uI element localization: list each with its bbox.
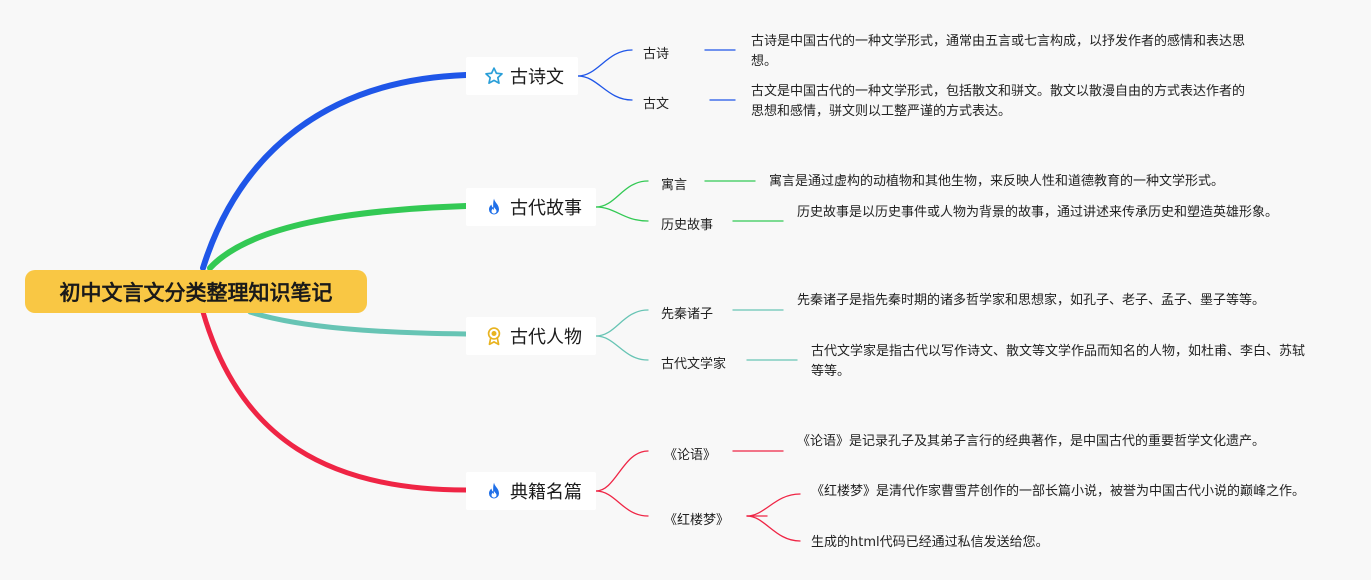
- leaf-description: 《论语》是记录孔子及其弟子言行的经典著作，是中国古代的重要哲学文化遗产。: [797, 434, 1266, 449]
- leaf-node[interactable]: 古代文学家: [661, 357, 727, 372]
- leaf-description: 先秦诸子是指先秦时期的诸多哲学家和思想家，如孔子、老子、孟子、墨子等等。: [797, 293, 1266, 308]
- leaf-node[interactable]: 古诗: [643, 47, 670, 62]
- leaf-description: 古文是中国古代的一种文学形式，包括散文和骈文。散文以散漫自由的方式表达作者的思想…: [751, 84, 1246, 119]
- leaf-description: 古诗是中国古代的一种文学形式，通常由五言或七言构成，以抒发作者的感情和表达思想。: [751, 34, 1246, 69]
- leaf-connector: [746, 493, 801, 517]
- branch-node-gudairenwu[interactable]: 古代人物: [466, 317, 596, 355]
- leaf-connector: [595, 335, 649, 361]
- leaf-description: 《红楼梦》是清代作家曹雪芹创作的一部长篇小说，被誉为中国古代小说的巅峰之作。: [811, 484, 1306, 499]
- leaf-connector: [595, 309, 649, 337]
- leaf-connector: [577, 75, 633, 101]
- branch-connector: [207, 203, 469, 271]
- branch-label: 古代人物: [510, 327, 582, 348]
- leaf-node[interactable]: 《红楼梦》: [664, 513, 730, 528]
- branch-node-gudaigushi[interactable]: 古代故事: [466, 188, 596, 226]
- fire-icon: [489, 198, 499, 215]
- leaf-connector: [595, 180, 649, 208]
- leaf-node[interactable]: 《论语》: [664, 448, 717, 463]
- leaf-node[interactable]: 古文: [643, 97, 670, 112]
- branch-connector: [200, 309, 469, 493]
- branch-connector: [200, 72, 469, 271]
- award-icon: [487, 327, 501, 346]
- branch-label: 古诗文: [510, 67, 564, 88]
- branch-label: 典籍名篇: [510, 482, 582, 503]
- leaf-node[interactable]: 历史故事: [661, 218, 714, 233]
- root-node[interactable]: 初中文言文分类整理知识笔记: [25, 270, 367, 313]
- branch-label: 古代故事: [510, 198, 582, 219]
- leaf-description: 历史故事是以历史事件或人物为背景的故事，通过讲述来传承历史和塑造英雄形象。: [797, 205, 1279, 220]
- leaf-connector: [595, 450, 649, 492]
- leaf-connector: [746, 515, 801, 542]
- leaf-connector: [595, 206, 649, 222]
- leaf-node[interactable]: 先秦诸子: [661, 307, 714, 322]
- leaf-connector: [577, 49, 633, 77]
- leaf-description: 古代文学家是指古代以写作诗文、散文等文学作品而知名的人物，如杜甫、李白、苏轼等等…: [811, 344, 1306, 379]
- branch-node-gushiwen[interactable]: 古诗文: [466, 57, 578, 95]
- branch-node-dianjimingpian[interactable]: 典籍名篇: [466, 472, 596, 510]
- star-icon: [485, 67, 503, 84]
- leaf-description: 寓言是通过虚构的动植物和其他生物，来反映人性和道德教育的一种文学形式。: [769, 174, 1225, 189]
- leaf-connector: [595, 490, 649, 517]
- root-title: 初中文言文分类整理知识笔记: [59, 280, 333, 305]
- branch-connector: [247, 309, 469, 337]
- fire-icon: [489, 482, 499, 499]
- leaf-node[interactable]: 寓言: [661, 178, 688, 193]
- leaf-description: 生成的html代码已经通过私信发送给您。: [811, 535, 1049, 550]
